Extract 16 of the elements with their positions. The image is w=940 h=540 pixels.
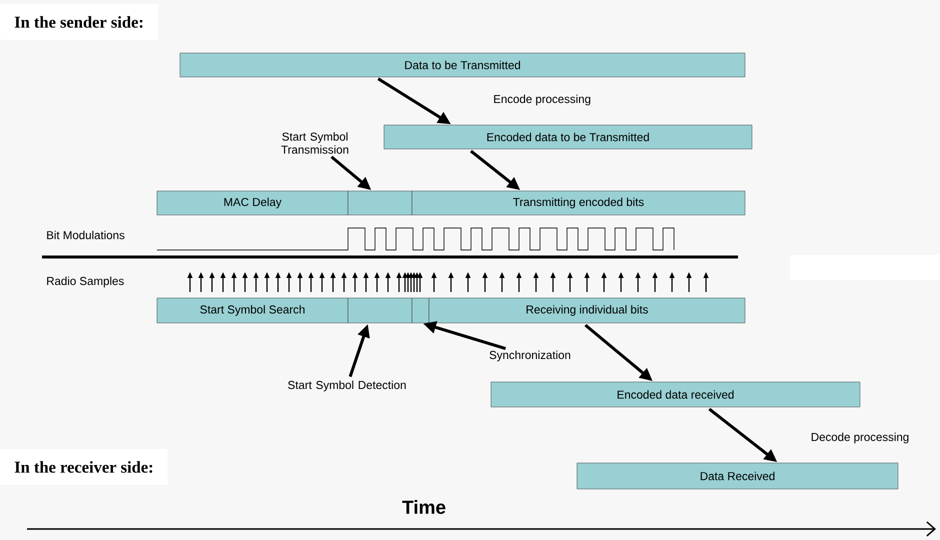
bar-segment: [348, 190, 412, 216]
row-label: Bit Modulations: [47, 230, 124, 240]
row-label: Radio Samples: [47, 276, 124, 288]
section-heading: In the receiver side:: [0, 449, 168, 485]
callout-text: Synchronization: [490, 350, 570, 362]
timeline-bar: Data to be Transmitted: [180, 52, 746, 78]
timeline-bar: Data Received: [576, 462, 898, 490]
callout-text: Start Symbol Detection: [288, 380, 406, 392]
edge-label: Encode processing: [492, 94, 592, 106]
timeline-bar: Encoded data received: [490, 382, 860, 408]
timeline-bar: Encoded data to be Transmitted: [384, 124, 752, 150]
section-heading: In the sender side:: [0, 4, 158, 40]
axis-label: Time: [402, 500, 446, 514]
callout-text: Start Symbol Transmission: [281, 132, 348, 154]
edge-label: Decode processing: [810, 432, 910, 444]
bar-segment: [412, 298, 430, 324]
